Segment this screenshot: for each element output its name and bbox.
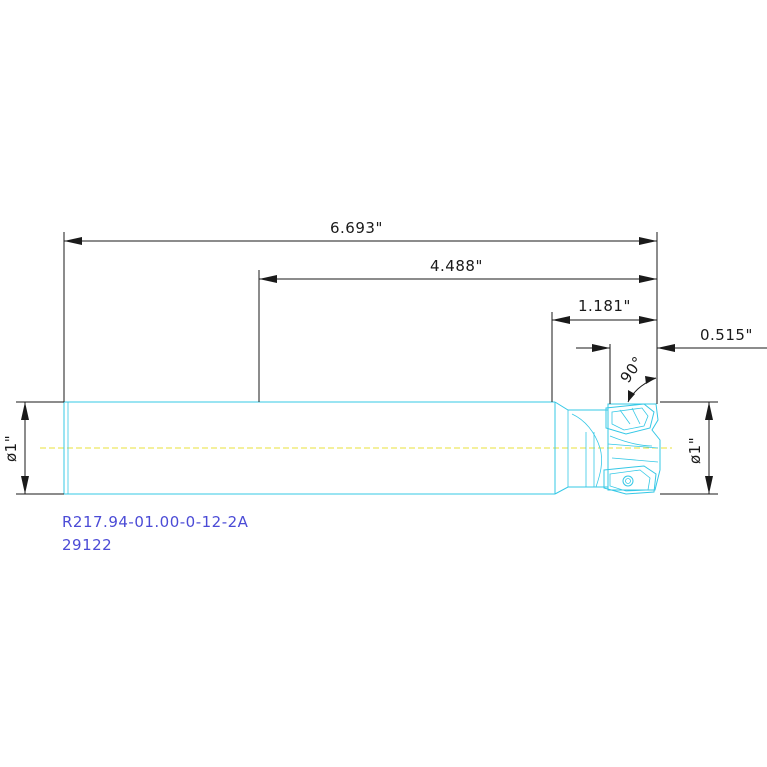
part-number: R217.94-01.00-0-12-2A [62,513,249,531]
dimension-entering-angle: 90° [617,353,657,403]
dimension-overall-length: 6.693" [64,219,657,245]
entering-angle-label: 90° [617,353,648,386]
dimension-head-length: 0.515" [576,326,767,352]
extension-lines [16,232,718,495]
neck-length-label: 1.181" [578,297,631,315]
diameter-right-label: ø1" [686,437,704,464]
head-length-label: 0.515" [700,326,753,344]
dimension-neck-length: 1.181" [552,297,657,324]
reach-length-label: 4.488" [430,257,483,275]
dimension-reach-length: 4.488" [259,257,657,283]
overall-length-label: 6.693" [330,219,383,237]
part-code: 29122 [62,536,112,554]
dimension-diameter-right: ø1" [686,402,713,494]
tool-body [63,401,661,495]
dimension-diameter-left: ø1" [2,402,29,494]
diameter-left-label: ø1" [2,435,20,462]
